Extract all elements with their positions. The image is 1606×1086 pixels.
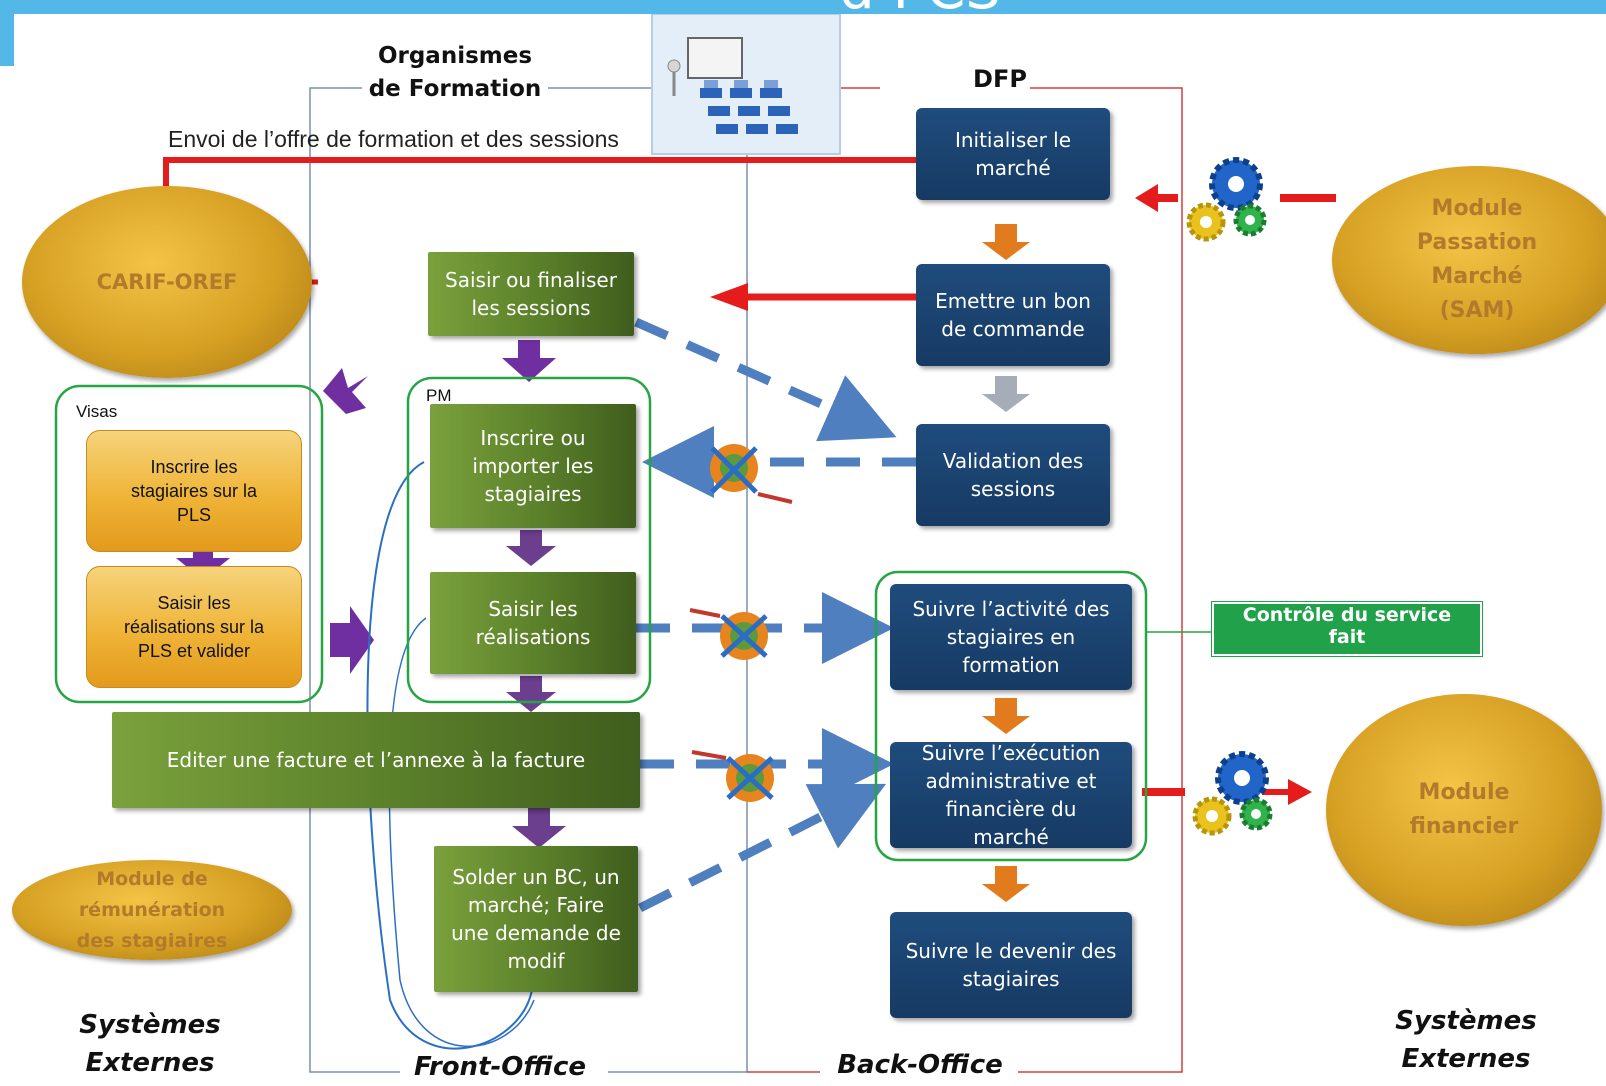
initialiser-marche-box: Initialiser le marché	[916, 108, 1110, 200]
suivre-activite-box: Suivre l’activité des stagiaires en form…	[890, 584, 1132, 690]
validation-sessions-box: Validation des sessions	[916, 424, 1110, 526]
header-title-fragment: d PCS	[740, 0, 1100, 14]
dfp-down-arrows	[982, 224, 1030, 902]
controle-service-fait-label: Contrôle du service fait	[1212, 602, 1482, 656]
solder-bc-box: Solder un BC, un marché; Faire une deman…	[434, 846, 638, 992]
editer-facture-box: Editer une facture et l’annexe à la fact…	[112, 712, 640, 808]
inscrire-pls-box: Inscrire les stagiaires sur la PLS	[86, 430, 302, 552]
saisir-realisations-box: Saisir les réalisations	[430, 572, 636, 674]
saisir-pls-box: Saisir les réalisations sur la PLS et va…	[86, 566, 302, 688]
header-bar	[0, 0, 1606, 14]
pm-label: PM	[426, 386, 452, 405]
envoi-label: Envoi de l’offre de formation et des ses…	[168, 126, 619, 152]
dfp-title: DFP	[973, 65, 1027, 93]
saisir-sessions-box: Saisir ou finaliser les sessions	[428, 252, 634, 336]
systemes-externes-left: Systèmes Externes	[79, 1010, 221, 1078]
loop-curve-2	[388, 617, 535, 1047]
suivre-execution-box: Suivre l’exécution administrative et fin…	[890, 741, 1132, 849]
exchange-icon	[691, 750, 774, 802]
header-accent	[0, 0, 14, 66]
front-office-label: Front-Office	[413, 1052, 587, 1082]
gears-icon	[1192, 751, 1273, 836]
loop-curve	[366, 461, 533, 1050]
emettre-bon-commande-box: Emettre un bon de commande	[916, 264, 1110, 366]
remuneration-module: Module de rémunération des stagiaires	[12, 860, 292, 960]
suivre-devenir-box: Suivre le devenir des stagiaires	[890, 912, 1132, 1018]
organismes-title: Organismes de Formation	[368, 43, 542, 102]
exchange-icon	[689, 608, 768, 660]
systemes-externes-right: Systèmes Externes	[1395, 1006, 1537, 1074]
dashed-flows	[634, 317, 916, 913]
gears-icon	[1186, 157, 1267, 242]
red-flow-lines	[163, 157, 1336, 805]
sam-module: Module Passation Marché (SAM)	[1332, 166, 1606, 354]
financier-module: Module financier	[1326, 694, 1602, 926]
exchange-icon	[710, 444, 793, 504]
visas-label: Visas	[76, 402, 118, 421]
inscrire-stagiaires-box: Inscrire ou importer les stagiaires	[430, 404, 636, 528]
back-office-label: Back-Office	[837, 1050, 1003, 1080]
purple-arrows	[176, 340, 566, 848]
classroom-image	[651, 13, 841, 155]
carif-oref-module: CARIF-OREF	[22, 186, 312, 378]
green-frames	[54, 376, 1212, 862]
